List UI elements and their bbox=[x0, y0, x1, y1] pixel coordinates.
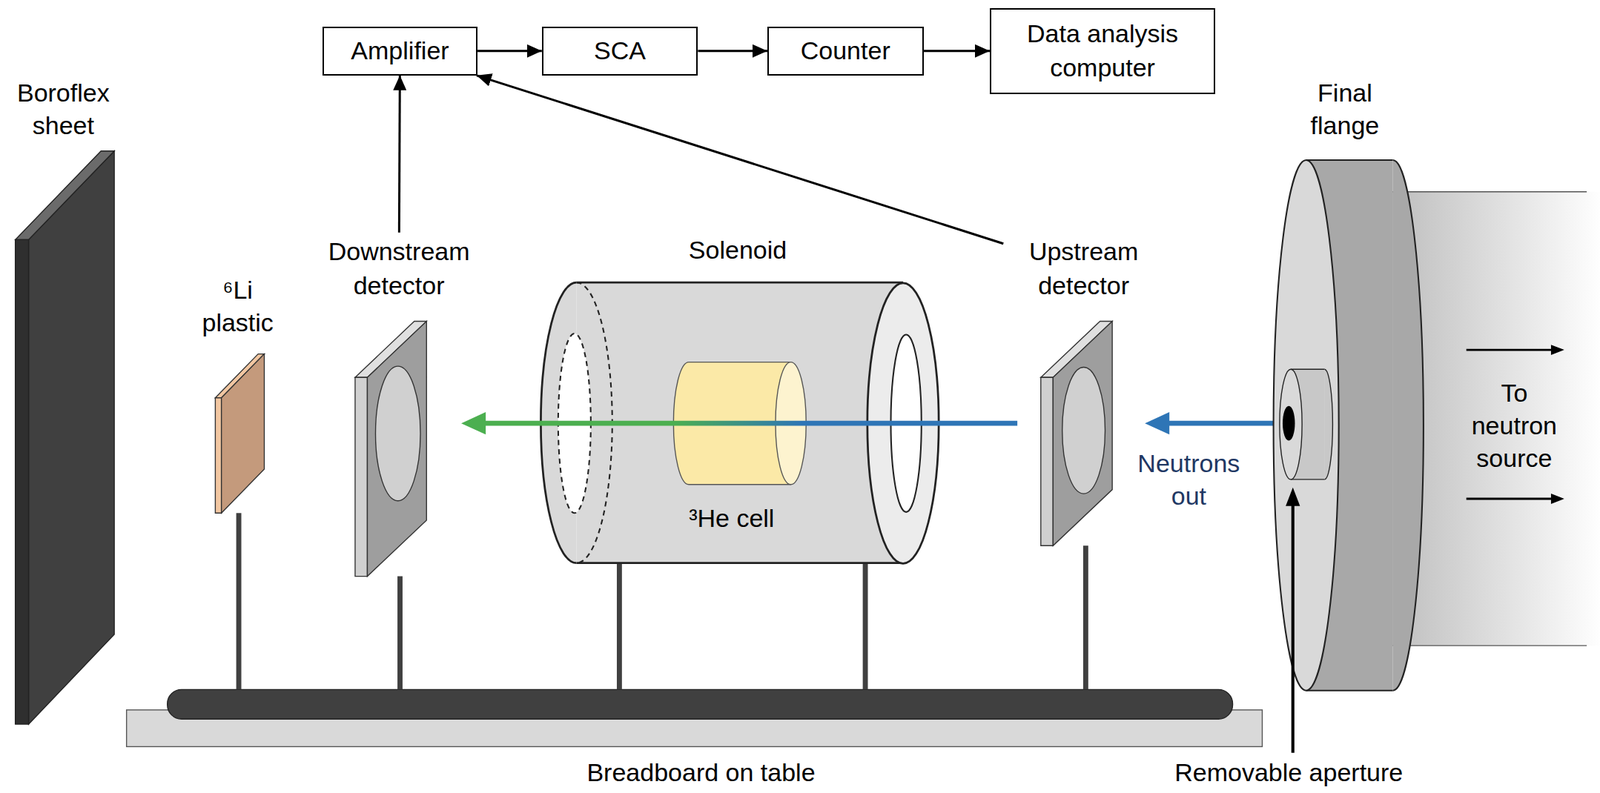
aperture bbox=[1279, 369, 1334, 480]
node-text: Data analysis computer bbox=[998, 17, 1207, 86]
part-label: Boroflex sheet bbox=[0, 76, 126, 142]
li-plastic bbox=[215, 354, 264, 514]
counter-box: Counter bbox=[767, 26, 924, 76]
sca-box: SCA bbox=[541, 26, 699, 76]
neutrons-arrow bbox=[1166, 421, 1282, 427]
computer-box: Data analysis computer bbox=[989, 8, 1216, 95]
beam-label: Neutrons out bbox=[1131, 447, 1246, 513]
amplifier-box: Amplifier bbox=[322, 26, 478, 76]
signal-arrow bbox=[477, 49, 542, 52]
signal-arrow bbox=[476, 75, 1004, 244]
detector-label: Downstream detector bbox=[303, 232, 495, 307]
beam-arrowhead bbox=[461, 412, 486, 435]
part-label: Solenoid bbox=[635, 233, 840, 267]
breadboard bbox=[167, 689, 1233, 720]
neutron-beam bbox=[481, 421, 1018, 427]
upstream-detector-plate bbox=[1040, 321, 1113, 547]
part-label: Final flange bbox=[1298, 76, 1393, 142]
signal-arrow bbox=[697, 49, 768, 52]
neutrons-arrowhead bbox=[1144, 412, 1170, 435]
signal-arrow bbox=[923, 49, 990, 52]
node-text: Upstream detector bbox=[1003, 235, 1165, 304]
boroflex-sheet bbox=[15, 151, 115, 725]
node-text: Downstream detector bbox=[303, 235, 495, 304]
aperture-leader bbox=[1291, 501, 1295, 754]
part-label: Breadboard on table bbox=[496, 756, 906, 789]
detector-label: Upstream detector bbox=[1003, 232, 1165, 307]
node-text: Counter bbox=[800, 34, 891, 69]
downstream-detector-plate bbox=[355, 321, 427, 577]
node-text: Amplifier bbox=[350, 34, 449, 69]
signal-arrow bbox=[398, 75, 402, 233]
part-label: ⁶Li plastic bbox=[190, 273, 285, 339]
final-flange bbox=[1273, 160, 1424, 692]
node-text: SCA bbox=[593, 34, 646, 69]
part-label: ³He cell bbox=[655, 501, 809, 535]
part-label: Removable aperture bbox=[1084, 756, 1494, 789]
aperture-leader-head bbox=[1285, 487, 1300, 507]
part-label: To neutron source bbox=[1462, 376, 1566, 476]
